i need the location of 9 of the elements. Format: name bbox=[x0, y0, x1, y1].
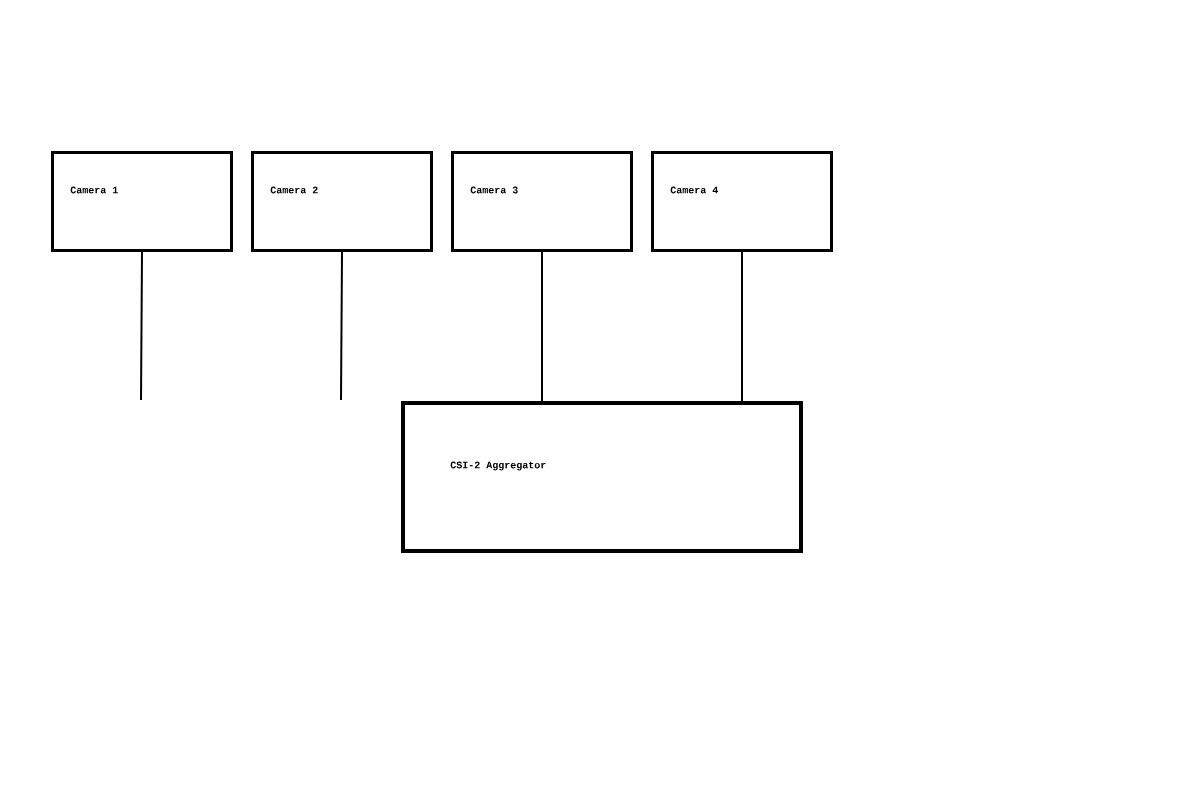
process-box: CSI-2 Aggregator bbox=[401, 401, 803, 553]
connector-line bbox=[340, 251, 343, 401]
connector-line bbox=[541, 251, 543, 402]
connector-line bbox=[741, 251, 743, 402]
process-box: Camera 3 bbox=[451, 151, 633, 252]
process-box: Camera 1 bbox=[51, 151, 233, 252]
process-box: Camera 2 bbox=[251, 151, 433, 252]
connector-line bbox=[140, 251, 143, 401]
process-box: Camera 4 bbox=[651, 151, 833, 252]
